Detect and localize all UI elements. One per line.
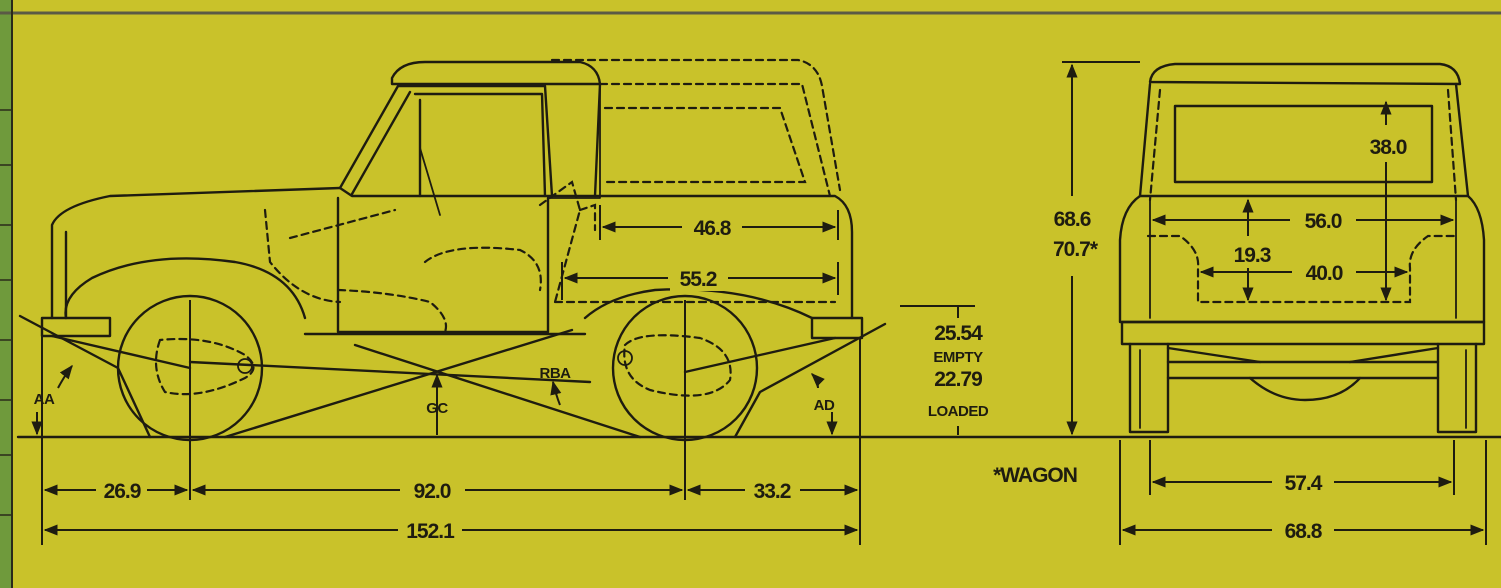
between-wheelhouses-label: 40.0: [1306, 262, 1343, 285]
frame-height-loaded-caption: LOADED: [928, 403, 989, 420]
cargo-length-label: 55.2: [680, 268, 717, 291]
front-overhang-label: 26.9: [104, 480, 141, 503]
rear-overhang-label: 33.2: [754, 480, 791, 503]
ground-clearance-label: GC: [426, 400, 448, 417]
interior-height-label: 38.0: [1370, 136, 1407, 159]
roof-length-label: 46.8: [694, 217, 732, 240]
approach-angle-label: AA: [34, 391, 55, 408]
frame-height-empty-caption: EMPTY: [933, 349, 983, 366]
track-label: 57.4: [1285, 472, 1323, 495]
rear-view-vehicle: [1118, 62, 1486, 434]
wheelbase-label: 92.0: [414, 480, 451, 503]
overall-height-wagon-label: 70.7*: [1053, 238, 1099, 261]
rear-view-labels: 68.6 70.7* 38.0 56.0 19.3 40.0 57.4 68.8: [1053, 130, 1414, 543]
overall-length-label: 152.1: [406, 520, 455, 543]
left-edge-strip: [0, 0, 12, 588]
wheelhouse-height-label: 19.3: [1234, 244, 1271, 267]
wagon-footnote: *WAGON: [993, 464, 1077, 487]
side-view-dimension-lines: [31, 205, 975, 545]
interior-width-label: 56.0: [1305, 210, 1342, 233]
ramp-breakover-label: RBA: [540, 365, 572, 382]
frame-height-empty-value: 25.54: [934, 322, 983, 345]
frame-height-loaded-value: 22.79: [934, 368, 982, 391]
departure-angle-label: AD: [814, 397, 835, 414]
rear-view-dimension-lines: [1062, 61, 1487, 545]
side-view-vehicle: [40, 58, 864, 442]
side-view-angle-lines: [18, 314, 887, 439]
overall-height-label: 68.6: [1054, 208, 1091, 231]
left-edge-ticks: [0, 109, 12, 516]
side-view-labels: 46.8 55.2 26.9 92.0 33.2 152.1 AA GC RBA…: [34, 212, 1078, 543]
overall-width-label: 68.8: [1285, 520, 1323, 543]
